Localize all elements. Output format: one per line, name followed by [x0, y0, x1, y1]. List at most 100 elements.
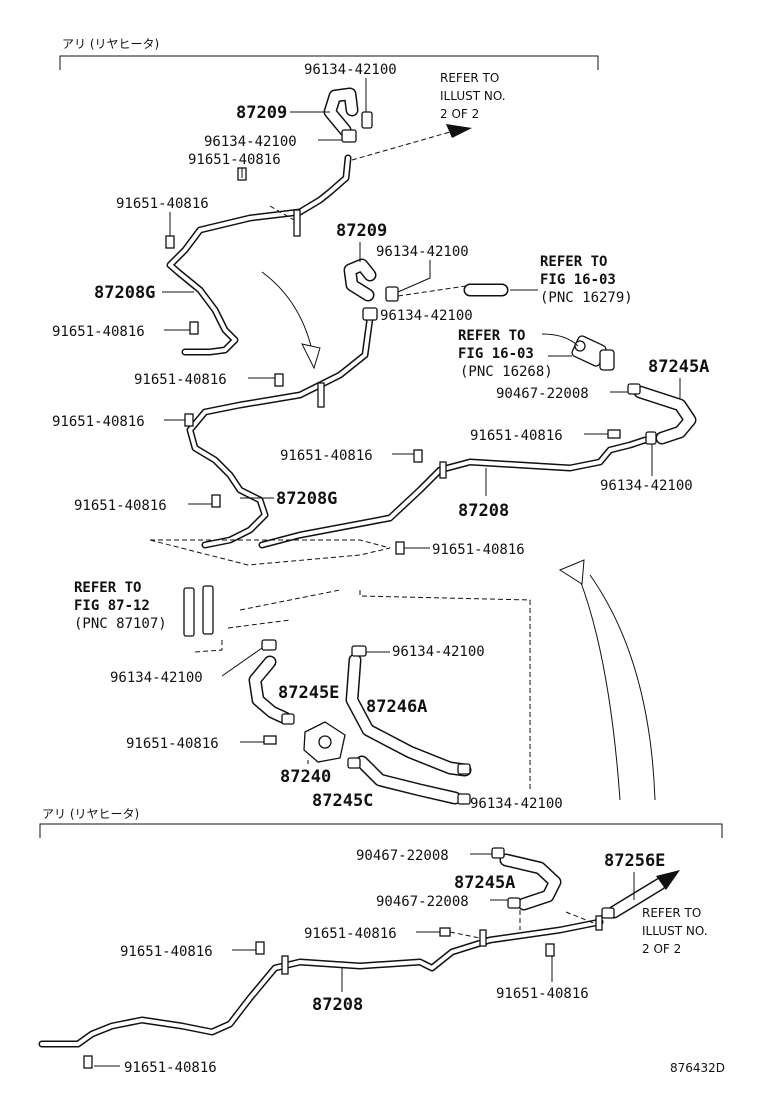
ref-illust-a-line2: ILLUST NO.: [440, 89, 506, 103]
ref-illust-a-line1: REFER TO: [440, 71, 499, 85]
label-clip-90467-c: 90467-22008: [376, 894, 469, 910]
bracket-lower-1: [281, 955, 289, 975]
bracket-upper-2: [317, 382, 325, 408]
label-plug-91651-n: 91651-40816: [124, 1060, 217, 1076]
label-plug-91651-e: 91651-40816: [52, 414, 145, 430]
clamp-mid-3: [281, 713, 295, 725]
dash-region-1: [149, 539, 391, 566]
label-plug-91651-i: 91651-40816: [432, 542, 525, 558]
plug-upper-6: [211, 494, 221, 508]
clip-90467-lower-1: [491, 847, 505, 859]
clamp-lower-1: [601, 907, 615, 919]
label-clip-90467-a: 90467-22008: [496, 386, 589, 402]
clamp-upper-2: [361, 111, 373, 129]
clamp-mid-5: [457, 793, 471, 805]
label-clip-90467-b: 90467-22008: [356, 848, 449, 864]
label-plug-91651-c: 91651-40816: [52, 324, 145, 340]
bracket-upper-3: [439, 461, 447, 479]
plug-upper-4: [274, 373, 284, 387]
flow-arrow-bottom-head: [558, 559, 585, 585]
hose-87246A: [345, 653, 472, 777]
leader-clamp-96134-c: [397, 260, 431, 293]
ref-87107-line2: FIG 87-12: [74, 598, 150, 614]
label-pipe-87208-a: 87208: [458, 501, 509, 521]
label-plug-91651-g: 91651-40816: [280, 448, 373, 464]
hose-87245A-upper: [633, 385, 697, 445]
ref-illust-a-line3: 2 OF 2: [440, 107, 479, 121]
hose-87245C: [355, 755, 462, 805]
plug-mid-1: [263, 735, 277, 745]
plug-upper-9: [607, 429, 621, 439]
label-valve-87240: 87240: [280, 767, 331, 787]
upper-section-bracket: [59, 55, 599, 70]
dash-refer-16279: [397, 285, 467, 297]
plug-upper-3: [189, 321, 199, 335]
bracket-lower-3: [595, 915, 603, 931]
flow-arrow-top-head: [301, 343, 321, 370]
label-plug-91651-j: 91651-40816: [126, 736, 219, 752]
label-plug-91651-f: 91651-40816: [470, 428, 563, 444]
label-hose-87246A: 87246A: [366, 697, 427, 717]
label-hose-87245A-b: 87245A: [454, 873, 515, 893]
clamp-upper-5: [645, 431, 657, 445]
clamp-upper-3: [385, 286, 399, 302]
hose-87209-top: [323, 87, 359, 137]
flow-arrow-top: [261, 271, 313, 351]
label-plug-91651-a: 91651-40816: [188, 152, 281, 168]
ref-illust-b-line1: REFER TO: [642, 906, 701, 920]
bracket-upper-1: [293, 209, 301, 237]
ref-16268-pnc: (PNC 16268): [460, 364, 553, 380]
ref-16268-line2: FIG 16-03: [458, 346, 534, 362]
label-clamp-96134-h: 96134-42100: [470, 796, 563, 812]
dash-bracket-1: [269, 205, 295, 221]
label-pipe-87208G-b: 87208G: [276, 489, 337, 509]
label-pipe-87208-b: 87208: [312, 995, 363, 1015]
label-hose-87245A-a: 87245A: [648, 357, 709, 377]
ref-16268-line1: REFER TO: [458, 328, 525, 344]
lower-pipe-87208: [38, 918, 604, 1048]
leader-ref-16268: [541, 333, 579, 357]
dash-region-2: [359, 590, 531, 790]
label-hose-87209-a: 87209: [236, 103, 287, 123]
label-clamp-96134-c: 96134-42100: [376, 244, 469, 260]
valve-87240: [303, 721, 346, 763]
plug-lower-1: [255, 941, 265, 955]
label-clamp-96134-a: 96134-42100: [304, 62, 397, 78]
upper-pipe-87208: [258, 436, 649, 549]
plug-lower-4: [83, 1055, 93, 1069]
label-clamp-96134-g: 96134-42100: [110, 670, 203, 686]
label-plug-91651-m: 91651-40816: [496, 986, 589, 1002]
leader-clamp-96134-g: [221, 647, 263, 677]
clip-90467-lower-2: [507, 897, 521, 909]
plug-upper-7: [413, 449, 423, 463]
clamp-upper-4: [362, 307, 378, 321]
label-plug-91651-k: 91651-40816: [304, 926, 397, 942]
plug-upper-8: [395, 541, 405, 555]
ref-16279-line2: FIG 16-03: [540, 272, 616, 288]
dash-lower: [449, 910, 597, 939]
label-plug-91651-b: 91651-40816: [116, 196, 209, 212]
label-plug-91651-d: 91651-40816: [134, 372, 227, 388]
label-clamp-96134-b: 96134-42100: [204, 134, 297, 150]
plug-upper-2: [165, 235, 175, 249]
lower-section-header: アリ (リヤヒータ): [42, 807, 139, 821]
label-pipe-87208G-a: 87208G: [94, 283, 155, 303]
arrow-refer-illust: [446, 124, 472, 138]
upper-section-header: アリ (リヤヒータ): [62, 37, 159, 51]
dash-region-3: [194, 589, 341, 653]
clamp-mid-4: [457, 763, 471, 775]
plug-upper-5: [184, 413, 194, 427]
label-hose-87256E: 87256E: [604, 851, 665, 871]
label-hose-87209-b: 87209: [336, 221, 387, 241]
upper-pipe-87208G-lower: [186, 314, 374, 549]
ref-illust-b-line3: 2 OF 2: [642, 942, 681, 956]
label-clamp-96134-d: 96134-42100: [380, 308, 473, 324]
ref-16279-pnc: (PNC 16279): [540, 290, 633, 306]
valve-ref-16268: [571, 335, 615, 371]
hose-87245A-lower: [499, 853, 562, 911]
figure-id: 876432D: [670, 1061, 725, 1075]
hose-87245E: [248, 655, 292, 725]
label-plug-91651-l: 91651-40816: [120, 944, 213, 960]
label-clamp-96134-f: 96134-42100: [392, 644, 485, 660]
